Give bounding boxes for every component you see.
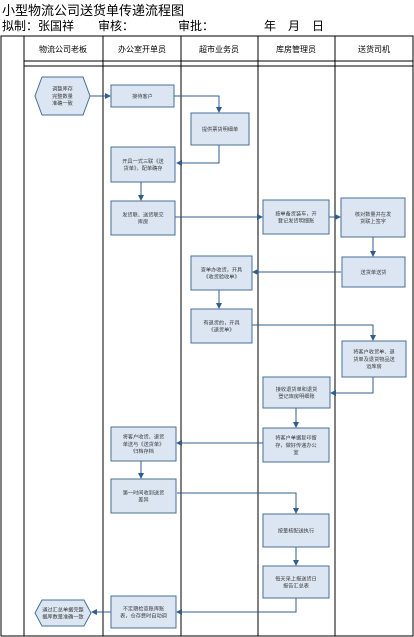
approve-label: 审批： xyxy=(178,19,215,33)
lane-header-boss: 物流公司老板 xyxy=(39,44,87,54)
flow-node-text: 按单备货装车，开 xyxy=(275,209,317,217)
flow-node-text: 第一时间收到送货 xyxy=(123,488,165,496)
flow-node-box xyxy=(110,426,177,462)
flow-node-box xyxy=(110,200,176,236)
lane-header-driver: 送货司机 xyxy=(358,44,390,54)
arrow-return-to-driver xyxy=(252,324,376,341)
flow-node-text: 查单办收货，开具 xyxy=(201,265,243,273)
flow-node-text: 室 xyxy=(293,448,298,456)
flow-node-text: 货单》，配单确存 xyxy=(124,164,163,172)
arrow-diff-to-execute xyxy=(177,492,299,514)
flow-node-text: 接待客户 xyxy=(132,92,153,100)
flow-node-text: 据库数量准确一致 xyxy=(42,613,84,621)
flow-node-box xyxy=(34,76,91,116)
flow-node-text: 《收货验收单》 xyxy=(203,273,239,281)
flow-node-n9: 查单办收货，开具《收货验收单》 xyxy=(190,255,253,291)
flow-node-box xyxy=(262,199,330,235)
flow-node-text: 送货单送货 xyxy=(361,268,387,276)
flow-node-text: 库房 xyxy=(138,218,148,226)
author-label: 拟制：张国祥 xyxy=(2,19,75,33)
flow-nodes: 调整库存完整数量准确一致接待客户提供票货明细单开具一式三联《送货单》，配单确存发… xyxy=(34,76,407,629)
flow-node-text: 单送与《送货单》 xyxy=(123,440,165,448)
flow-node-box xyxy=(110,478,177,514)
flow-node-text: 完整数量 xyxy=(52,92,73,100)
flow-node-text: 货联上签字 xyxy=(360,217,386,225)
date-label: 年 月 日 xyxy=(264,19,325,33)
flow-node-text: 表，仓存费时自动调 xyxy=(120,612,167,620)
flow-node-text: 归档存档 xyxy=(133,447,154,455)
flow-node-text: 差异 xyxy=(138,496,148,504)
flow-node-box xyxy=(110,595,177,629)
flow-node-text: 按量核配送执行 xyxy=(278,526,314,534)
flow-node-n8: 送货单送货 xyxy=(341,256,406,288)
flow-node-text: 登记库房明细账 xyxy=(278,392,314,400)
flow-node-text: 不定期检查账库账 xyxy=(123,604,165,612)
lane-header-warehouse-keeper: 库房管理员 xyxy=(276,44,316,54)
flow-node-box xyxy=(34,599,92,627)
connectors xyxy=(89,93,376,615)
flow-node-box xyxy=(190,112,250,146)
flow-node-box xyxy=(340,197,406,238)
flow-node-text: 每天采上报送货日 xyxy=(275,574,317,582)
flow-node-n4: 开具一式三联《送货单》，配单确存 xyxy=(110,146,176,183)
flow-node-text: 接收退货单和退货 xyxy=(276,385,318,393)
flow-node-box xyxy=(262,513,330,548)
flow-node-text: 调整库存 xyxy=(52,85,73,93)
flow-node-text: 发货联、送货联交 xyxy=(122,210,164,218)
flow-node-text: 提供票货明细单 xyxy=(202,125,238,133)
flow-node-text: 报告汇总表 xyxy=(283,582,310,590)
flow-node-text: 通过汇总单据完整 xyxy=(42,605,84,613)
flow-node-n3: 提供票货明细单 xyxy=(190,112,250,146)
flow-node-text: 《退货单》 xyxy=(209,326,235,334)
flow-node-box xyxy=(341,256,406,288)
flow-node-text: 存，做好传递办公 xyxy=(275,441,317,449)
flow-node-text: 核对数量并在发 xyxy=(355,210,391,218)
lane-header-office-clerk: 办公室开单员 xyxy=(118,44,166,54)
review-label: 审核： xyxy=(98,19,135,33)
flow-node-n16: 按量核配送执行 xyxy=(262,513,330,548)
flow-node-box xyxy=(262,376,331,409)
flow-node-text: 将客户单据复印留 xyxy=(275,434,317,442)
arrow-reception-to-detail xyxy=(174,95,222,113)
lane-headers: 物流公司老板 办公室开单员 超市业务员 库房管理员 送货司机 xyxy=(39,44,390,54)
flow-node-box xyxy=(190,255,253,291)
flow-node-text: 准确一致 xyxy=(52,99,74,107)
arrow-driver-to-return-stock xyxy=(330,377,374,396)
flow-node-text: 将客户收货、退货 xyxy=(123,433,165,441)
flow-node-text: 登记发货明细账 xyxy=(278,217,314,225)
flow-node-text: 有退货的，开具 xyxy=(203,318,239,326)
signature-row: 拟制：张国祥 审核： 审批： 年 月 日 xyxy=(2,17,412,33)
flow-node-text: 货单及退货物品送 xyxy=(353,355,395,363)
flow-node-text: 运库房 xyxy=(366,362,382,370)
lane-header-salesman: 超市业务员 xyxy=(199,44,239,54)
flow-node-text: 开具一式三联《送 xyxy=(122,157,164,165)
flow-node-box xyxy=(110,146,176,183)
page-title: 小型物流公司送货单传递流程图 xyxy=(2,4,185,19)
flow-node-box xyxy=(190,308,253,344)
arrow-report-to-check xyxy=(176,598,297,615)
flow-node-text: 将客户收货单、退 xyxy=(353,348,395,356)
flow-node-box xyxy=(262,565,330,599)
flow-node-box xyxy=(262,427,330,463)
flow-node-n2: 接待客户 xyxy=(110,84,175,108)
flow-node-n10: 有退货的，开具《退货单》 xyxy=(190,308,253,344)
flow-node-box xyxy=(110,84,175,108)
arrow-detail-to-invoice xyxy=(176,145,220,166)
flow-node-box xyxy=(341,340,407,378)
